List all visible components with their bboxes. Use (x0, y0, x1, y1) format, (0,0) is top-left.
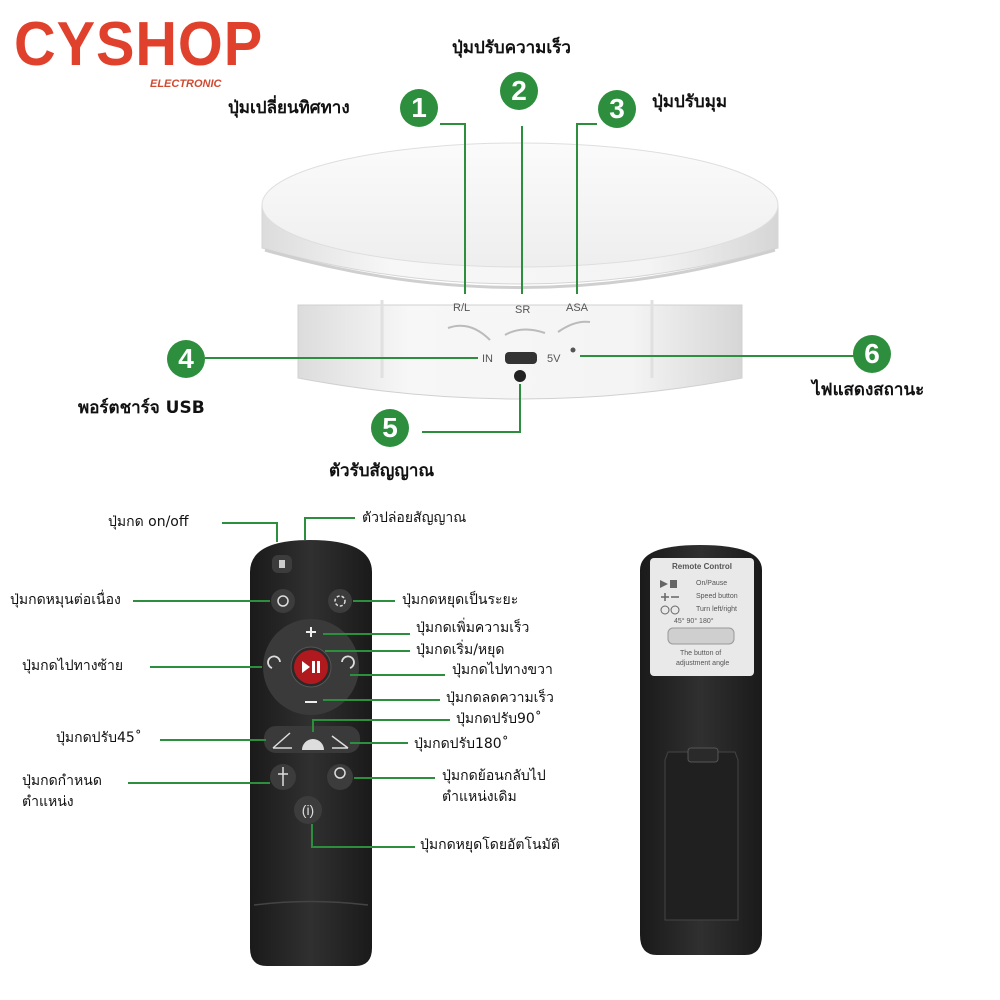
callout-label-usb-port: พอร์ตชาร์จ USB (78, 398, 205, 418)
remote-back (640, 545, 762, 955)
callout-badge-1: 1 (400, 89, 438, 127)
remote-label-onoff: ปุ่มกด on/off (108, 514, 189, 530)
brand-logo: CYSHOP (14, 10, 264, 79)
face-label-rl: R/L (453, 302, 471, 314)
remote-back-angles: 45° 90° 180° (674, 618, 714, 625)
face-label-asa: ASA (566, 302, 589, 314)
remote-label-return-2: ตำแหน่งเดิม (442, 789, 517, 805)
remote-label-set-position: ปุ่มกดกำหนด (22, 773, 102, 789)
callout-badge-4: 4 (167, 340, 205, 378)
remote-label-right: ปุ่มกดไปทางขวา (452, 662, 553, 678)
callout-badge-5: 5 (371, 409, 409, 447)
remote-back-caption-1: The button of (680, 650, 722, 657)
face-label-5v: 5V (547, 353, 561, 365)
remote-label-continuous: ปุ่มกดหมุนต่อเนื่อง (10, 592, 121, 608)
remote-label-emitter: ตัวปล่อยสัญญาณ (362, 510, 467, 526)
remote-back-row-speed: Speed button (696, 593, 738, 600)
face-label-sr: SR (515, 304, 531, 316)
callout-label-receiver: ตัวรับสัญญาณ (329, 461, 435, 481)
callout-label-speed: ปุ่มปรับความเร็ว (452, 38, 571, 58)
remote-label-180: ปุ่มกดปรับ180˚ (414, 736, 509, 752)
callout-badge-2: 2 (500, 72, 538, 110)
remote-label-set-position-2: ตำแหน่ง (22, 794, 74, 810)
remote-front: (i) (250, 540, 372, 966)
remote-label-speed-up: ปุ่มกดเพิ่มความเร็ว (416, 620, 530, 636)
callout-label-direction: ปุ่มเปลี่ยนทิศทาง (228, 98, 350, 118)
remote-back-title: Remote Control (672, 562, 732, 571)
remote-label-45: ปุ่มกดปรับ45˚ (56, 730, 142, 746)
remote-label-auto-stop: ปุ่มกดหยุดโดยอัตโนมัติ (420, 837, 560, 853)
turntable (261, 142, 779, 400)
remote-label-intermittent: ปุ่มกดหยุดเป็นระยะ (402, 592, 519, 608)
brand-subtitle: ELECTRONIC (150, 78, 222, 90)
remote-label-return: ปุ่มกดย้อนกลับไป (442, 768, 546, 784)
callout-label-status-light: ไฟแสดงสถานะ (812, 380, 925, 400)
remote-back-caption-2: adjustment angle (676, 660, 730, 667)
callout-badge-6: 6 (853, 335, 891, 373)
remote-back-row-onpause: On/Pause (696, 580, 728, 587)
remote-label-start-stop: ปุ่มกดเริ่ม/หยุด (416, 642, 505, 658)
turntable-connectors (205, 123, 858, 433)
remote-label-90: ปุ่มกดปรับ90˚ (456, 711, 542, 727)
svg-text:(i): (i) (302, 802, 314, 818)
remote-label-speed-down: ปุ่มกดลดความเร็ว (446, 690, 554, 706)
remote-label-left: ปุ่มกดไปทางซ้าย (22, 658, 124, 674)
remote-back-row-turn: Turn left/right (696, 606, 737, 613)
remote-connectors (128, 517, 450, 848)
callout-badge-3: 3 (598, 90, 636, 128)
callout-label-angle: ปุ่มปรับมุม (652, 92, 728, 112)
face-label-in: IN (482, 353, 493, 365)
